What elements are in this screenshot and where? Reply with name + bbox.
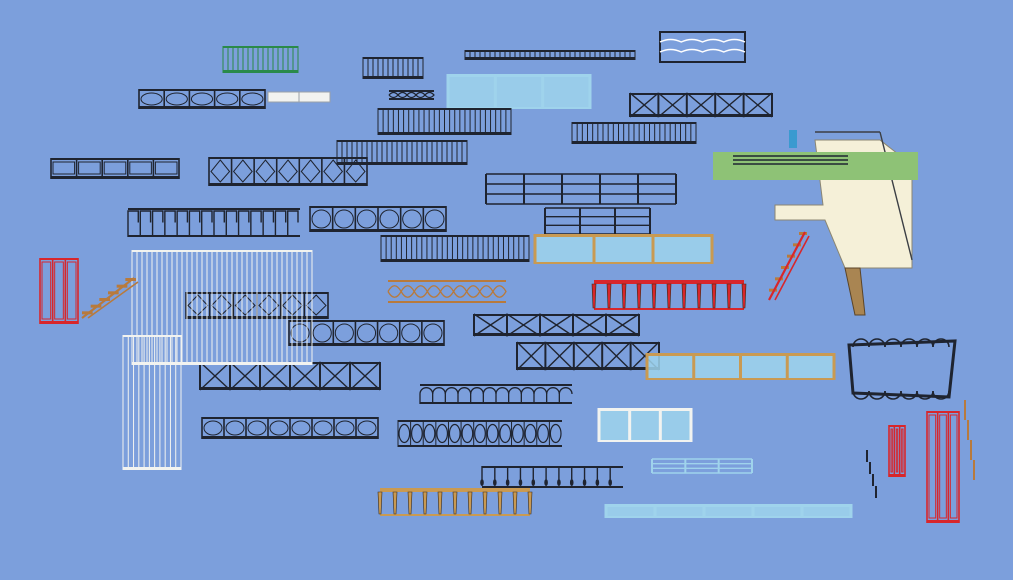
- railing-green-panel: [222, 46, 299, 73]
- railing-hook-pattern: [127, 208, 300, 237]
- railing-copper-scroll: [387, 280, 507, 303]
- railing-drop-pendants: [480, 466, 623, 488]
- railing-glass-flat-long: [604, 504, 853, 518]
- railing-x-frame-mid: [473, 313, 640, 337]
- railing-diamond-center: [309, 206, 447, 232]
- railing-x-pattern-top-right: [629, 92, 773, 118]
- railing-white-glass-box: [597, 408, 693, 442]
- railing-vertical-bars-center: [377, 108, 512, 135]
- railing-circle-pattern: [288, 320, 445, 346]
- railing-red-panel-left: [39, 258, 79, 324]
- railing-wave-frame: [659, 31, 746, 63]
- railing-grey-grid-right: [571, 122, 697, 144]
- railing-white-l-corner: [131, 250, 313, 365]
- railing-red-tall-right: [926, 411, 960, 523]
- railing-red-balusters: [591, 280, 747, 310]
- railing-ornate-bottom: [201, 417, 379, 439]
- railing-wood-glass: [533, 234, 714, 264]
- railing-glass-wood-long: [645, 353, 836, 380]
- railing-wood-balusters: [377, 488, 533, 516]
- railing-arched-enclosure: [847, 338, 957, 400]
- railing-wood-stair-small: [81, 277, 139, 319]
- railing-double-panel-left: [50, 158, 180, 179]
- railing-white-diagonal: [122, 335, 182, 470]
- railing-blue-rails: [651, 458, 753, 474]
- railing-curved-scroll: [388, 90, 435, 100]
- railing-ornate-left: [138, 89, 266, 109]
- railing-small-fence-a: [362, 57, 424, 79]
- railing-long-bar: [464, 50, 636, 60]
- railing-red-posts-right: [888, 425, 906, 477]
- railing-glass-top: [446, 74, 592, 109]
- railing-arched: [419, 384, 573, 404]
- railing-spiral-balusters: [397, 420, 562, 447]
- lawn-with-fence: [713, 152, 918, 180]
- railing-frame-center: [336, 140, 468, 165]
- railing-small-post-right: [964, 400, 975, 480]
- stair-red-frame: [768, 231, 810, 301]
- railing-white-slab: [267, 91, 331, 103]
- railing-tiny-posts: [866, 450, 877, 498]
- railing-horizontal-bars: [485, 173, 677, 205]
- railing-lattice-left: [208, 157, 368, 186]
- railing-plain-bars: [380, 235, 530, 262]
